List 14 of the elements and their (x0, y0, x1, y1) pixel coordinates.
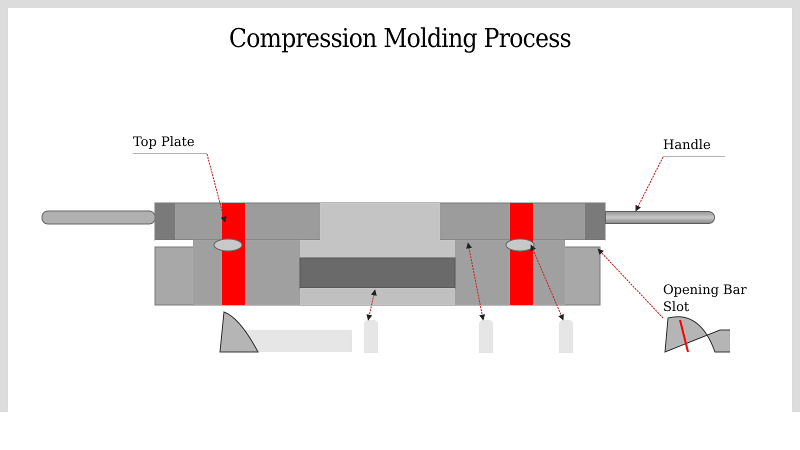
leader-line (530, 244, 564, 321)
support-block (479, 320, 493, 353)
leader-line (466, 242, 486, 321)
part-label: Handle (663, 137, 725, 157)
part-label: Top Plate (133, 134, 207, 154)
diagram-title: Compression Molding Process (228, 23, 571, 56)
leader-line (635, 156, 664, 212)
support-block (364, 320, 378, 353)
leader-line (206, 154, 227, 223)
leader-line (366, 289, 377, 321)
leader-line (598, 248, 664, 318)
handle-rod (605, 211, 715, 224)
support-block (559, 320, 573, 353)
part-label: Opening Bar Slot (663, 282, 763, 318)
